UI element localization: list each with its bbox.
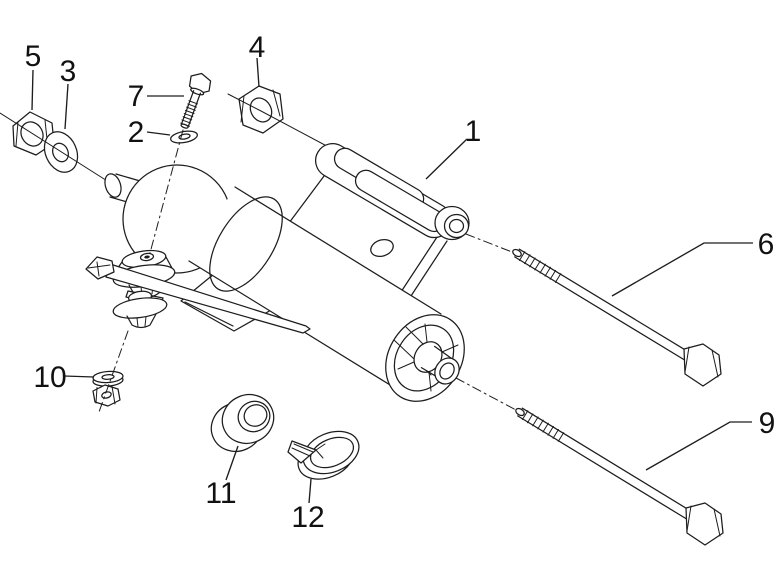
callout-9: 9 bbox=[759, 407, 776, 440]
callout-7: 7 bbox=[128, 80, 145, 113]
leader-line-2 bbox=[146, 131, 171, 136]
bracket-hole bbox=[370, 238, 394, 258]
leader-line-9 bbox=[645, 421, 752, 471]
hex-nut-4 bbox=[238, 85, 284, 134]
callout-6: 6 bbox=[758, 228, 775, 261]
fork-tip bbox=[85, 256, 115, 280]
leader-line-1 bbox=[425, 138, 468, 180]
clamp-12 bbox=[287, 430, 360, 480]
center-axis-bolt-9 bbox=[455, 377, 517, 411]
hex-nut-10 bbox=[92, 384, 121, 407]
callout-10: 10 bbox=[33, 361, 66, 394]
callout-4: 4 bbox=[249, 31, 266, 64]
callout-3: 3 bbox=[60, 55, 77, 88]
leader-line-5 bbox=[31, 69, 34, 111]
screw-7 bbox=[180, 72, 212, 129]
mount-body bbox=[104, 164, 465, 402]
callout-2: 2 bbox=[128, 116, 145, 149]
center-axis-nut-4 bbox=[227, 93, 339, 153]
spacer-bushing-11 bbox=[210, 394, 275, 452]
hex-bolt-9 bbox=[515, 407, 724, 546]
washer-10 bbox=[92, 370, 124, 387]
center-axis-screw-7 bbox=[149, 129, 184, 254]
bracket-arm bbox=[282, 143, 470, 300]
leader-line-12 bbox=[308, 478, 312, 504]
callout-12: 12 bbox=[291, 501, 324, 534]
callouts: 5 3 7 2 4 1 6 9 10 11 12 bbox=[25, 31, 776, 534]
lower-silentblock bbox=[112, 290, 168, 329]
center-axis-nut-10 bbox=[98, 330, 129, 413]
center-axis-left bbox=[0, 112, 113, 185]
leader-line-3 bbox=[64, 83, 69, 130]
spring-washer-2 bbox=[170, 130, 198, 144]
center-axis-bolt-6 bbox=[465, 233, 513, 253]
leader-line-4 bbox=[256, 57, 260, 88]
leader-line-11 bbox=[225, 445, 239, 481]
hex-bolt-6 bbox=[512, 248, 722, 387]
axle-stub bbox=[104, 173, 122, 198]
callout-5: 5 bbox=[25, 40, 42, 73]
leader-line-10 bbox=[63, 375, 95, 378]
callout-11: 11 bbox=[205, 477, 236, 510]
callout-1: 1 bbox=[465, 115, 482, 148]
leader-line-6 bbox=[611, 242, 753, 297]
